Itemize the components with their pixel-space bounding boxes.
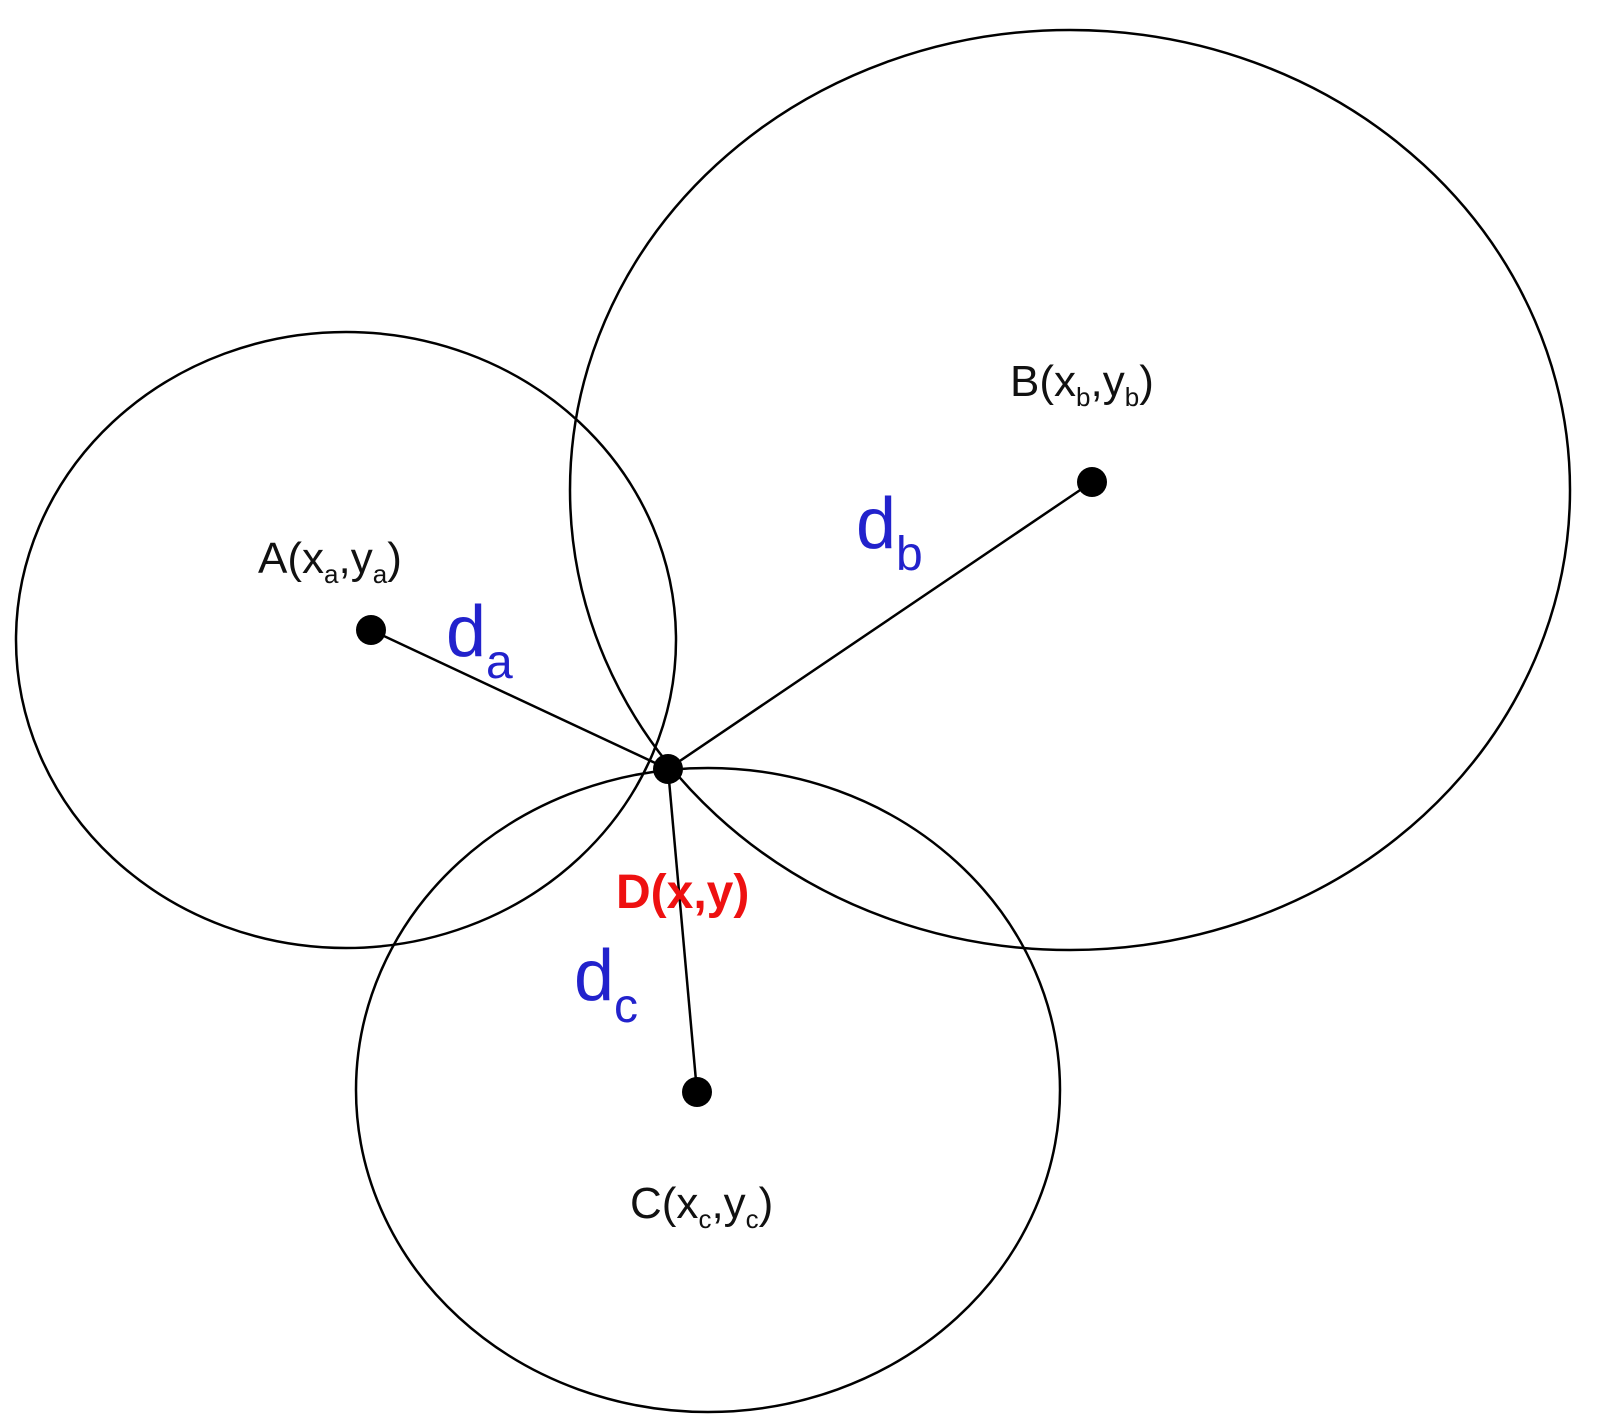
anchor-b-label: B(xb,yb) — [1010, 357, 1154, 412]
target-label: D(x,y) — [616, 866, 749, 919]
circle-b — [568, 28, 1572, 952]
anchor-c-dot — [682, 1077, 712, 1107]
distance-c-label: dc — [574, 936, 638, 1033]
distance-b-label: db — [856, 484, 923, 581]
target-dot — [653, 754, 683, 784]
radius-b-line — [667, 480, 1093, 771]
anchor-a-label: A(xa,ya) — [258, 534, 402, 589]
radius-c-line — [666, 768, 699, 1093]
circle-a — [14, 330, 678, 950]
circle-c — [354, 766, 1062, 1414]
anchor-a-dot — [356, 615, 386, 645]
distance-a-label: da — [446, 592, 513, 689]
anchor-c-label: C(xc,yc) — [630, 1179, 773, 1234]
radius-a-line — [370, 628, 669, 771]
anchor-b-dot — [1077, 467, 1107, 497]
